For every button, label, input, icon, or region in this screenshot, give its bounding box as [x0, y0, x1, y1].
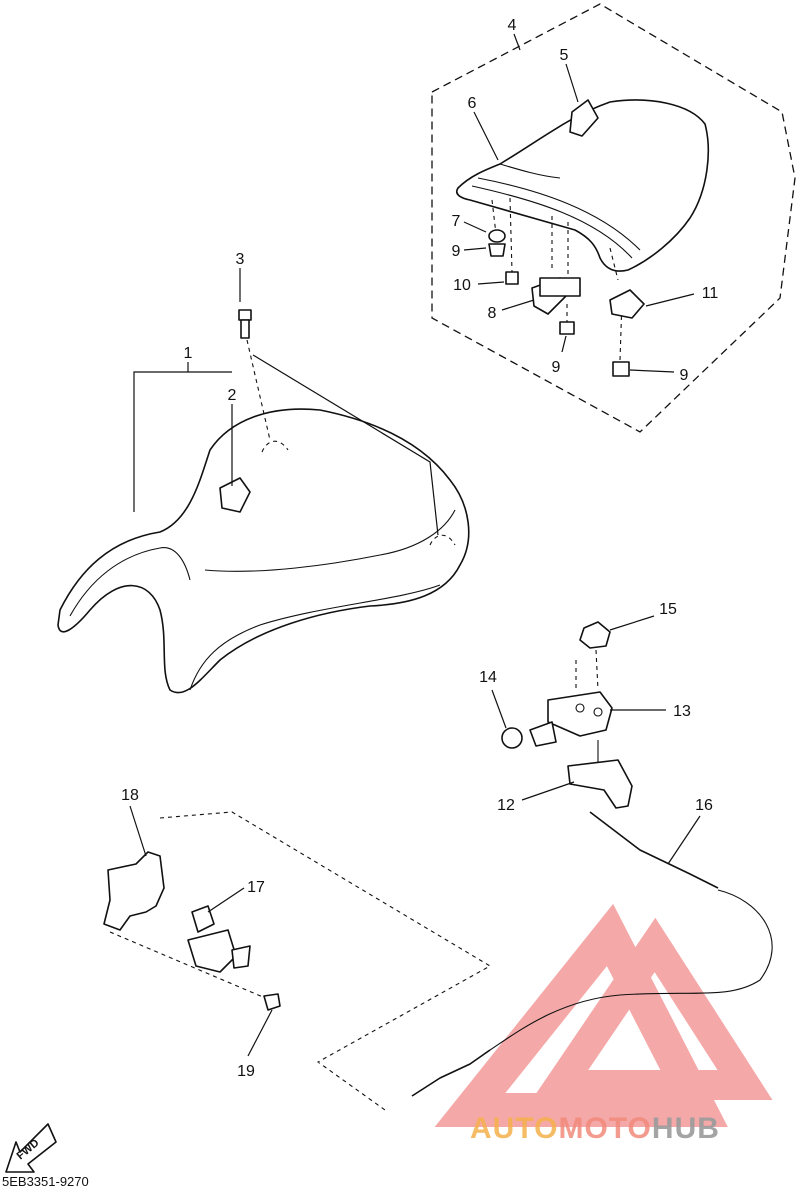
callout-18: 18 — [121, 787, 139, 804]
callout-8: 8 — [488, 305, 497, 322]
pillion-fasteners — [488, 197, 645, 377]
callout-17: 17 — [247, 879, 265, 896]
callout-5: 5 — [560, 47, 569, 64]
callout-19: 19 — [237, 1063, 255, 1080]
watermark-logo — [434, 903, 773, 1127]
callout-13: 13 — [673, 703, 691, 720]
seat-release-cable — [411, 811, 773, 1097]
callout-6: 6 — [468, 95, 477, 112]
callout-2: 2 — [228, 387, 237, 404]
callout-10: 10 — [453, 277, 471, 294]
callout-1: 1 — [184, 345, 193, 362]
callout-11: 11 — [702, 285, 719, 302]
callout-9-lower-right: 9 — [680, 367, 689, 384]
callout-15: 15 — [659, 601, 677, 618]
seat-clip — [219, 477, 251, 513]
seat-lock — [109, 905, 271, 1001]
callout-numbers: 1 2 3 4 5 6 7 8 9 9 9 10 11 12 13 14 15 … — [121, 17, 718, 1080]
pillion-clip — [569, 99, 599, 137]
callout-3: 3 — [236, 251, 245, 268]
diagram-code: 5EB3351-9270 — [2, 1174, 89, 1189]
callout-leaders — [129, 33, 701, 1057]
callout-16: 16 — [695, 797, 713, 814]
callout-14: 14 — [479, 669, 497, 686]
watermark-hub: HUB — [652, 1112, 720, 1145]
lock-bracket — [103, 851, 165, 931]
lock-screw — [263, 993, 281, 1011]
watermark-auto: AUTO — [470, 1112, 558, 1145]
callout-12: 12 — [497, 797, 515, 814]
watermark-moto: MOTO — [558, 1112, 651, 1145]
pillion-assembly-boundary — [431, 3, 796, 433]
callout-9-upper-left: 9 — [452, 243, 461, 260]
svg-text:AUTOMOTOHUB: AUTOMOTOHUB — [470, 1112, 720, 1145]
main-seat — [57, 408, 470, 694]
latch-assembly — [501, 621, 633, 809]
callout-7: 7 — [452, 213, 461, 230]
seat-bolt — [238, 309, 271, 441]
pillion-seat — [455, 99, 710, 272]
callout-4: 4 — [508, 17, 517, 34]
callout-9-lower-middle: 9 — [552, 359, 561, 376]
watermark-wordmark: AUTOMOTOHUB — [470, 1112, 720, 1145]
fwd-arrow-icon: FWD — [5, 1123, 57, 1173]
